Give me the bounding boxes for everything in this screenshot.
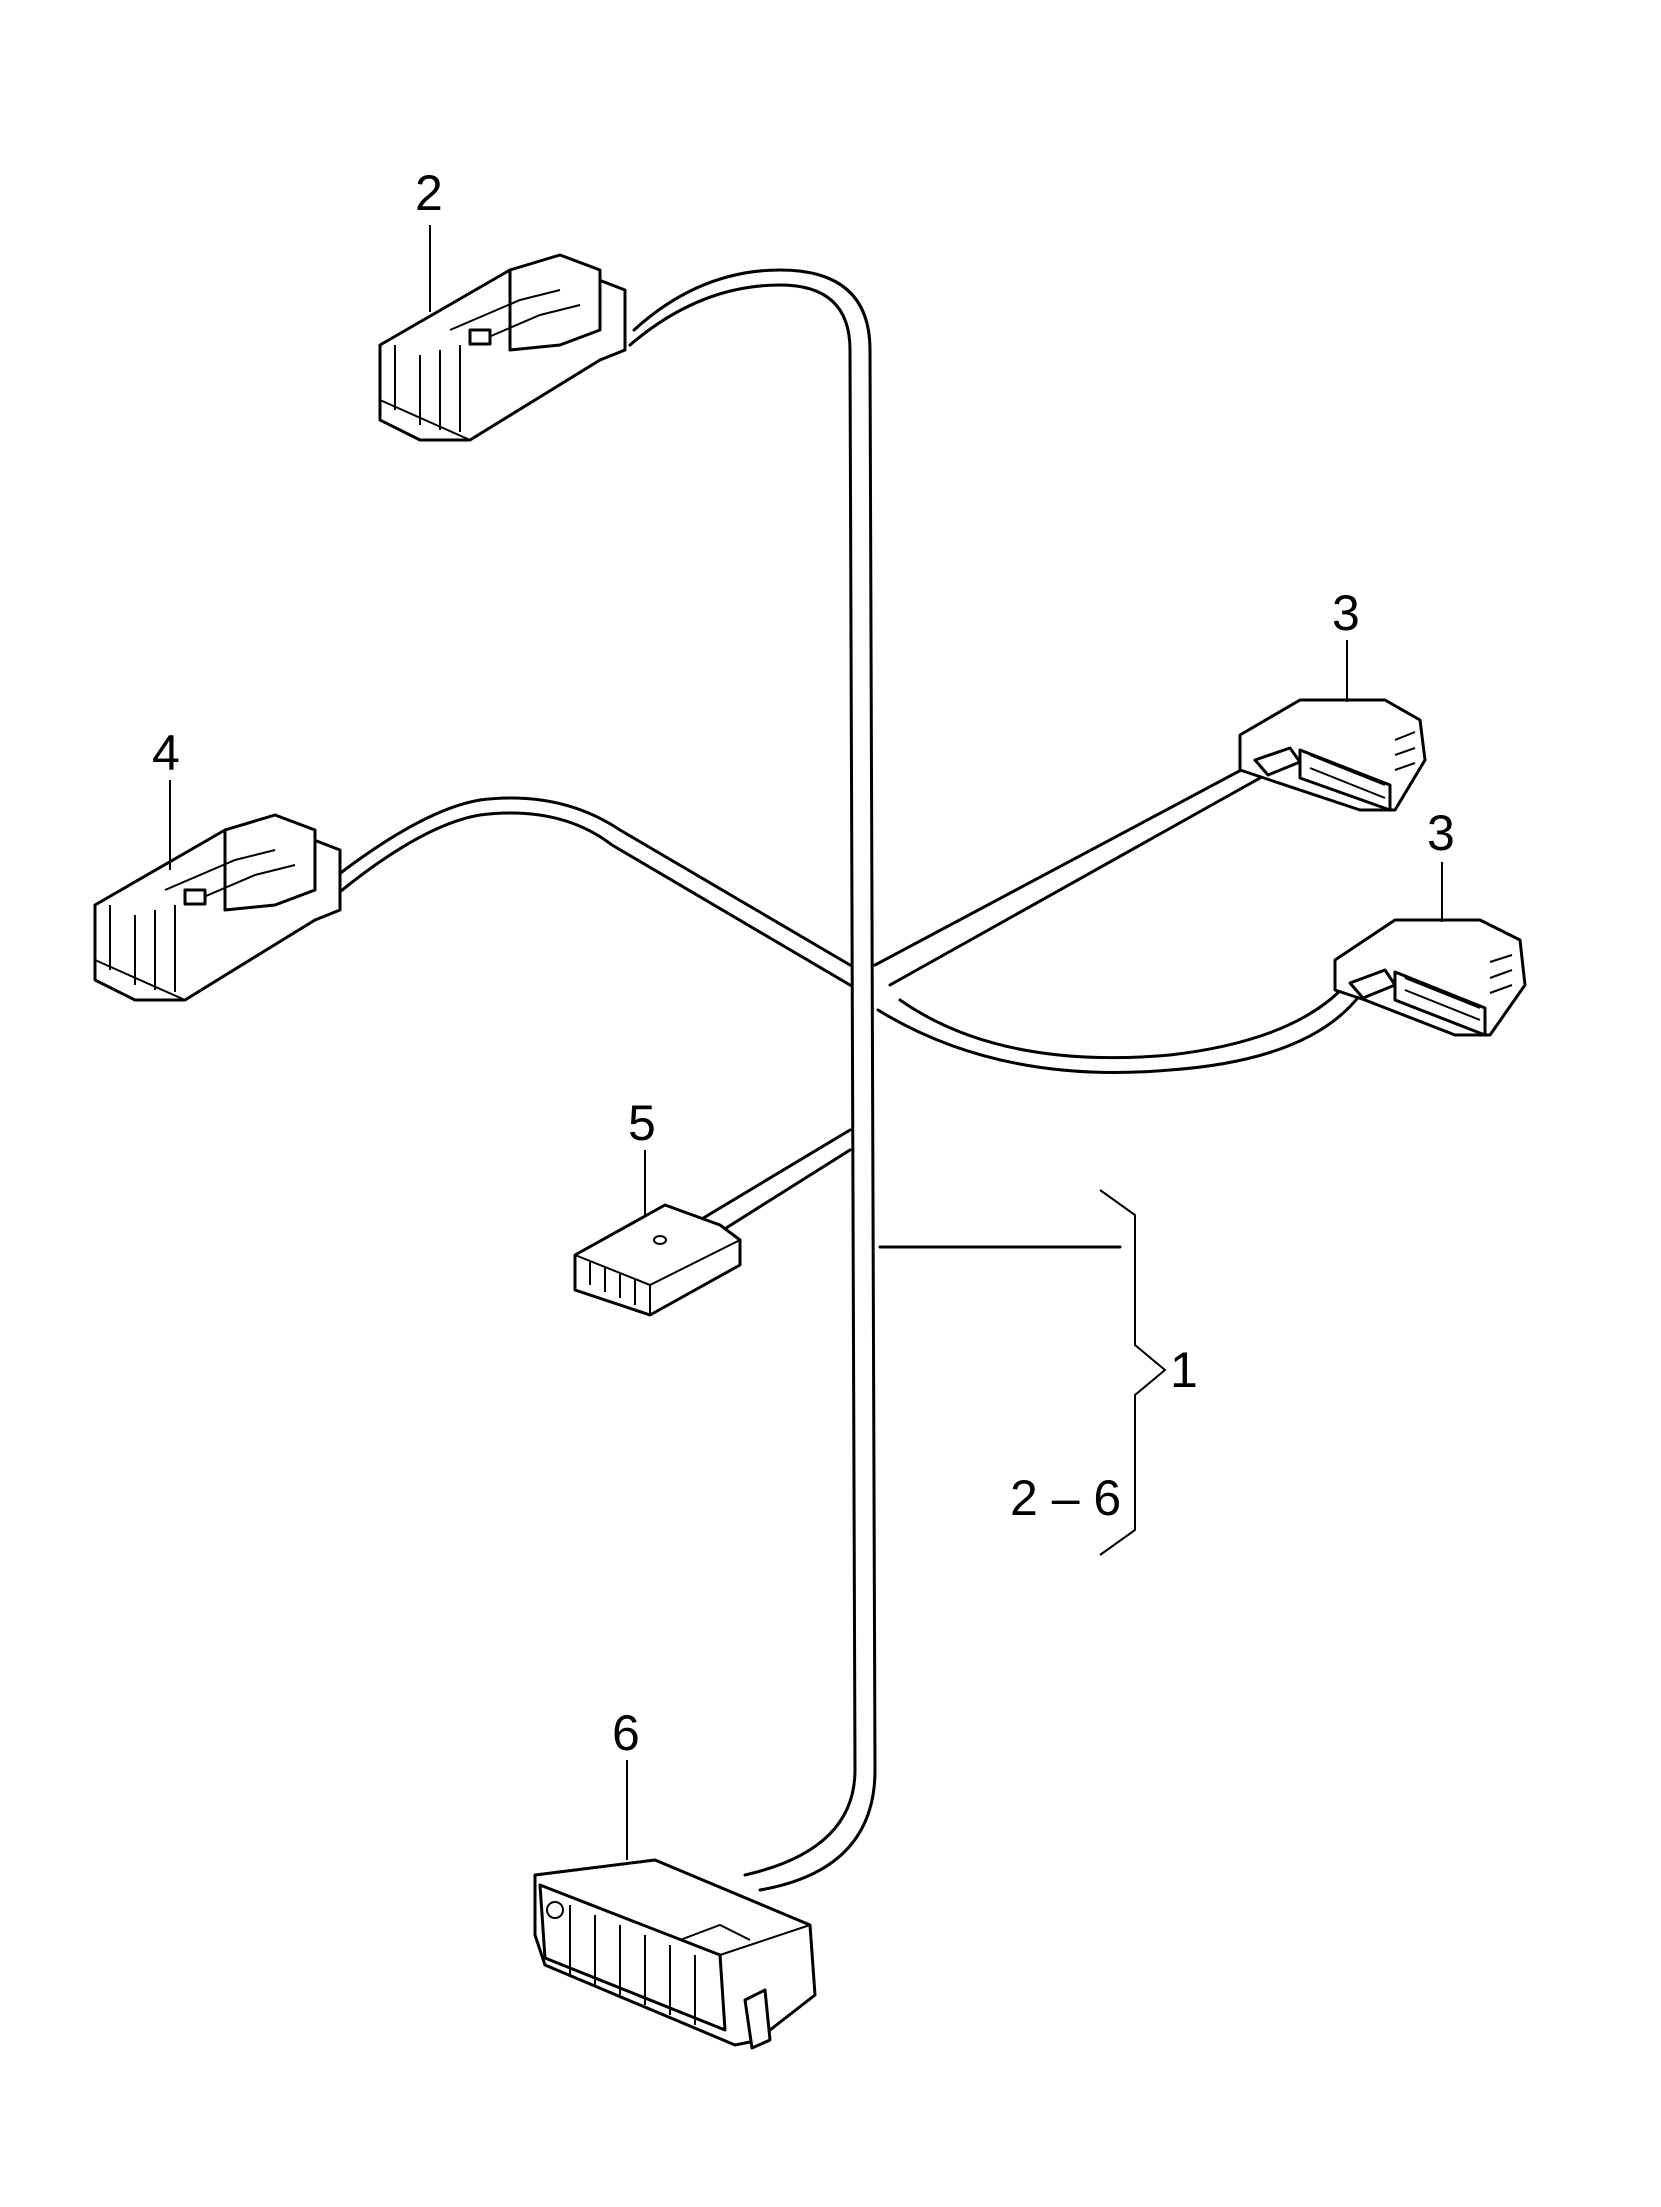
harness-wires: [323, 268, 1362, 1892]
label-4: 4: [152, 725, 180, 781]
label-range-2-6: 2 – 6: [1010, 1470, 1121, 1526]
connector-2: [378, 253, 627, 442]
label-5: 5: [628, 1095, 656, 1151]
range-brace: [1099, 1189, 1167, 1556]
leader-lines: [169, 225, 1443, 1860]
label-3-upper: 3: [1332, 585, 1360, 641]
label-2: 2: [415, 165, 443, 221]
label-3-lower: 3: [1427, 805, 1455, 861]
connector-5: [573, 1203, 742, 1317]
connector-4: [93, 813, 342, 1002]
connector-3-upper: [1238, 698, 1427, 812]
label-6: 6: [612, 1705, 640, 1761]
label-1: 1: [1170, 1342, 1198, 1398]
connector-3-lower: [1333, 918, 1527, 1037]
connector-6: [533, 1858, 817, 2050]
